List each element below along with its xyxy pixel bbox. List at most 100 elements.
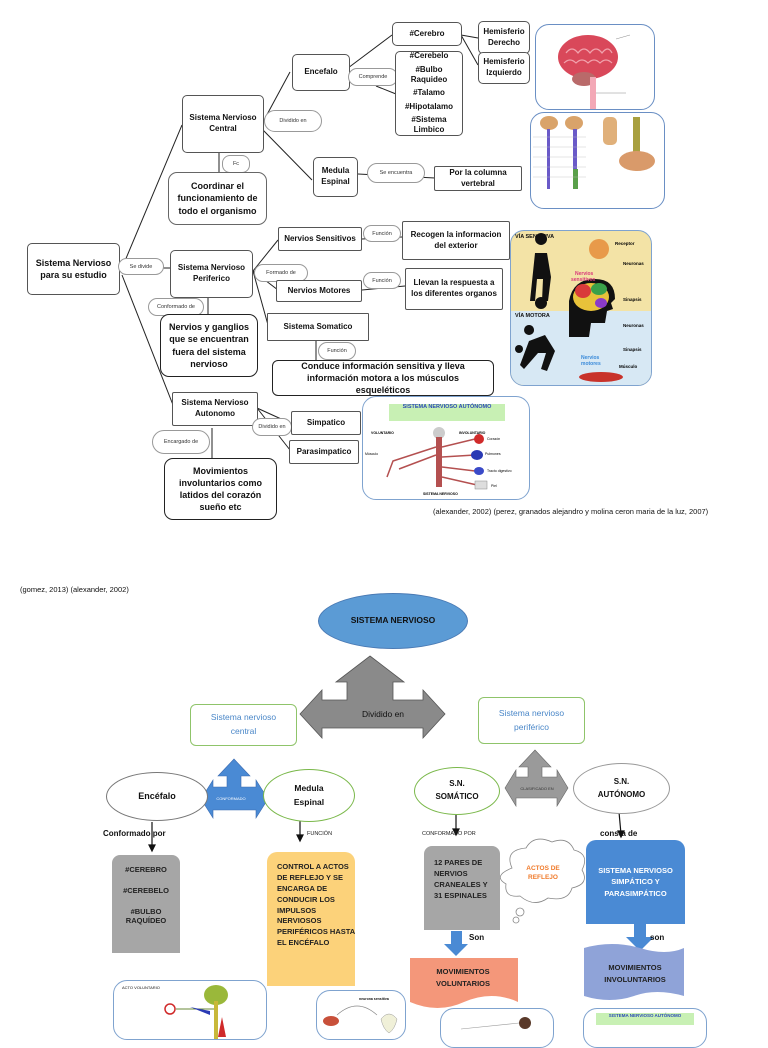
motores-node: Nervios Motores	[276, 280, 362, 302]
link-se-divide: Se divide	[118, 258, 164, 275]
encefalo-part-item: #BULBO RAQUÍDEO	[125, 906, 167, 926]
somatico-parts-label: 12 PARES DE NERVIOS CRANEALES Y 31 ESPIN…	[434, 858, 488, 900]
encefalo-parts-box: #CEREBRO #CEREBELO #BULBO RAQUÍDEO	[112, 855, 180, 953]
sna-label: Sistema Nervioso Autonomo	[181, 398, 249, 418]
sna-small-image-title: SISTEMA NERVIOSO AUTÓNOMO	[596, 1013, 694, 1025]
medula-location: Por la columna vertebral	[434, 166, 522, 191]
reflex-person-image	[440, 1008, 554, 1048]
motores-function: Llevan la respuesta a los diferentes org…	[405, 268, 503, 310]
sinapsis-label: Sinapsis	[623, 297, 642, 302]
neurona-image: neurona sensitiva	[316, 990, 406, 1040]
motores-label: Nervios Motores	[287, 285, 351, 295]
encefalo-part: #Bulbo Raquideo	[410, 64, 448, 84]
simpatico-node: Simpatico	[291, 411, 361, 435]
sensitivos-function: Recogen la informacion del exterior	[402, 221, 510, 260]
sna-node: Sistema Nervioso Autonomo	[172, 392, 258, 426]
link-label: Función	[372, 230, 392, 237]
son-arrow-left-icon	[444, 931, 468, 956]
son-right-label: son	[650, 933, 665, 942]
sensitivos-label: Nervios Sensitivos	[284, 233, 356, 243]
parasimpatico-label: Parasimpatico	[296, 446, 352, 456]
via-motora-label: VÍA MOTORA	[515, 313, 550, 319]
nervios-motores-text2: motores	[581, 361, 601, 367]
nervios-motores-text: Nervios	[581, 355, 600, 361]
link-label: Comprende	[358, 74, 388, 80]
root-node: Sistema Nervioso para su estudio	[27, 243, 120, 295]
snc-node: Sistema Nervioso Central	[182, 95, 264, 153]
sinapsis-label-2: Sinapsis	[623, 347, 642, 352]
root-ellipse-label: SISTEMA NERVIOSO	[350, 615, 436, 626]
link-encargado-de: Encargado de	[152, 430, 210, 454]
snp-conformado-label: Nervios y ganglios que se encuentran fue…	[168, 322, 250, 369]
link-label: Conformado de	[157, 304, 195, 310]
periferico-label: Sistema nervioso periférico	[498, 707, 565, 732]
encefalo-ellipse-label: Encéfalo	[138, 791, 176, 802]
nervios-sensitivos-text2: sensitivos	[571, 277, 596, 283]
somatico-function-label: Conduce información sensitiva y lleva in…	[301, 360, 465, 396]
link-label: Formado de	[266, 270, 296, 276]
tracto-label: Tracto digestivo	[487, 469, 512, 473]
autonomo-parts-label: SISTEMA NERVIOSO SIMPÁTICO Y PARASIMPÁTI…	[598, 865, 673, 898]
snc-function: Coordinar el funcionamiento de todo el o…	[168, 172, 267, 225]
reflex-arc-icon	[164, 985, 228, 1039]
spine-image	[530, 112, 665, 209]
link-comprende: Comprende	[348, 68, 398, 86]
autonomo-parts-box: SISTEMA NERVIOSO SIMPÁTICO Y PARASIMPÁTI…	[586, 840, 685, 924]
central-label: Sistema nervioso central	[210, 712, 277, 736]
divided-arrow-label: Dividido en	[361, 709, 405, 719]
link-dividido-en: Dividido en	[264, 110, 322, 132]
link-fc: Fc	[222, 155, 250, 173]
link-label: Se encuentra	[379, 170, 413, 176]
parasimpatico-node: Parasimpatico	[289, 440, 359, 464]
link-funcion-somatico: Función	[318, 342, 356, 360]
nervios-sensitivos-text: Nervios	[575, 271, 594, 277]
link-label: Dividido en	[258, 424, 286, 430]
cerebro-label: #Cerebro	[409, 28, 445, 38]
encefalo-part: #Hipotalamo	[404, 101, 453, 111]
musculo-label-sna: Músculo	[365, 452, 378, 456]
medula-link-label: FUNCIÓN	[307, 831, 333, 837]
acto-voluntario-image: ACTO VOLUNTARIO	[113, 980, 267, 1040]
root-ellipse: SISTEMA NERVIOSO	[318, 593, 468, 649]
neurona-label: neurona sensitiva	[359, 997, 389, 1001]
conformado-arrow-label: CONFORMADO	[216, 796, 246, 801]
encefalo-link-label: Conformado por	[103, 829, 166, 838]
voluntarios-label: MOVIMIENTOS VOLUNTARIOS	[435, 967, 491, 988]
piel-label: Piel	[491, 484, 497, 488]
neuronas-label: Neuronas	[623, 261, 644, 266]
cerebro-node: #Cerebro	[392, 22, 462, 46]
somatico-parts-box: 12 PARES DE NERVIOS CRANEALES Y 31 ESPIN…	[424, 846, 500, 930]
hemisferio-izquierdo-label: Hemisferio Izquierdo	[483, 57, 525, 77]
snc-label: Sistema Nervioso Central	[189, 113, 257, 133]
encefalo-ellipse: Encéfalo	[106, 772, 208, 821]
top-citation: (alexander, 2002) (perez, granados aleja…	[433, 507, 709, 516]
encefalo-node: Encefalo	[292, 54, 350, 91]
link-se-encuentra: Se encuentra	[367, 163, 425, 183]
encefalo-part: #Cerebelo	[409, 51, 449, 61]
encefalo-part-item: #CEREBELO	[123, 885, 169, 895]
sna-encargado-label: Movimientos involuntarios como latidos d…	[178, 465, 262, 513]
via-sensitiva-label: VÍA SENSITIVA	[515, 234, 555, 240]
encefalo-part: #Sistema Limbico	[411, 115, 447, 135]
somatico-link-label: CONFORMADO POR	[422, 831, 476, 837]
corazon-label: Corazón	[487, 437, 500, 441]
medula-node: Medula Espinal	[313, 157, 358, 197]
cloud-label: ACTOS DE REFLEJO	[526, 865, 560, 882]
hemisferio-izquierdo-node: Hemisferio Izquierdo	[478, 52, 530, 84]
medula-ellipse-label: Medula Espinal	[293, 782, 325, 807]
medula-function-box: CONTROL A ACTOS DE REFLEJO Y SE ENCARGA …	[267, 852, 355, 986]
root-node-label: Sistema Nervioso para su estudio	[35, 257, 112, 280]
clasificado-arrow-icon	[504, 749, 569, 808]
brain-icon	[558, 34, 631, 109]
autonomo-image: SISTEMA NERVIOSO AUTÓNOMO VOLUNTARIO INV…	[362, 396, 530, 500]
link-label: Se divide	[129, 263, 153, 270]
involuntario-label: INVOLUNTARIO	[459, 431, 486, 435]
snc-function-label: Coordinar el funcionamiento de todo el o…	[177, 181, 258, 216]
sensitivos-function-label: Recogen la informacion del exterior	[410, 229, 502, 250]
spinal-cord-icon	[533, 116, 655, 189]
voluntario-label: VOLUNTARIO	[371, 431, 394, 435]
brain-image	[535, 24, 655, 110]
son-left-label: Son	[469, 933, 485, 942]
sensitivos-node: Nervios Sensitivos	[278, 227, 362, 251]
somatico-label: Sistema Somatico	[283, 321, 353, 331]
